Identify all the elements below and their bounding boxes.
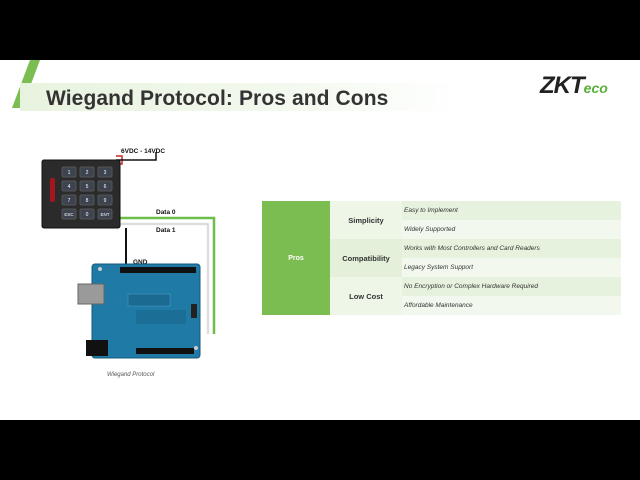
keypad-key (97, 194, 113, 206)
data1-wire-edge (116, 223, 209, 334)
category-simplicity: Simplicity (330, 201, 402, 239)
pros-table: Pros Simplicity Easy to Implement Widely… (262, 201, 621, 315)
table-row: Pros Simplicity Easy to Implement (262, 201, 621, 315)
pros-group-cell: Pros (262, 201, 330, 315)
keypad-key (97, 208, 113, 220)
keypad-key-label: 0 (86, 212, 89, 218)
diagram-caption: Wiegand Protocol (107, 372, 155, 378)
arduino-board (77, 263, 201, 359)
keypad-key (61, 194, 77, 206)
slide: Wiegand Protocol: Pros and Cons ZKTeco 6… (0, 60, 640, 420)
keypad-key-label: ESC (64, 212, 74, 217)
keypad-key (97, 166, 113, 178)
keypad-key (79, 208, 95, 220)
keypad-key-label: 1 (68, 170, 71, 176)
keypad-key (79, 180, 95, 192)
keypad-key-label: 3 (104, 170, 107, 176)
data0-label: Data 0 (156, 209, 176, 216)
category-compatibility: Compatibility (330, 239, 402, 277)
keypad-key (97, 180, 113, 192)
item-affordable-maintenance: Affordable Maintenance (404, 302, 473, 309)
table-row: Compatibility Works with Most Controller… (262, 239, 621, 277)
power-wire-black (116, 152, 157, 161)
logo-suffix: eco (583, 80, 608, 96)
keypad-key-label: 8 (86, 198, 89, 204)
item-widely-supported: Widely Supported (404, 226, 456, 233)
keypad-key-label: 2 (86, 170, 89, 176)
category-low-cost: Low Cost (330, 277, 402, 315)
item-no-encryption: No Encryption or Complex Hardware Requir… (404, 283, 539, 290)
keypad-key-label: 7 (68, 198, 71, 204)
logo-main: ZKT (540, 72, 585, 99)
keypad-key (61, 208, 77, 220)
zkteco-logo: ZKTeco (540, 72, 608, 100)
keypad-key-label: 4 (68, 184, 71, 190)
gnd-label: GND (133, 259, 148, 266)
keypad-key (79, 194, 95, 206)
item-works-with-controllers: Works with Most Controllers and Card Rea… (404, 245, 540, 252)
keypad-key (61, 166, 77, 178)
data0-wire (116, 216, 216, 334)
keypad-key (61, 180, 77, 192)
voltage-label: 6VDC - 14VDC (121, 148, 165, 155)
keypad-key-label: ENT (101, 212, 110, 217)
item-easy-to-implement: Easy to Implement (404, 207, 458, 214)
table-row: Low Cost No Encryption or Complex Hardwa… (262, 277, 621, 315)
keypad-key-label: 5 (86, 184, 89, 190)
wiegand-wiring-diagram: 6VDC - 14VDC Data 0 Data 1 GND 1 2 3 4 5 6 7 8 9… (41, 148, 216, 359)
data1-label: Data 1 (156, 227, 176, 234)
keypad-key (79, 166, 95, 178)
title-band (20, 83, 460, 111)
keypad-key-label: 6 (104, 184, 107, 190)
slide-title: Wiegand Protocol: Pros and Cons (46, 87, 389, 110)
keypad-key-label: 9 (104, 198, 107, 204)
item-legacy-support: Legacy System Support (404, 264, 474, 271)
